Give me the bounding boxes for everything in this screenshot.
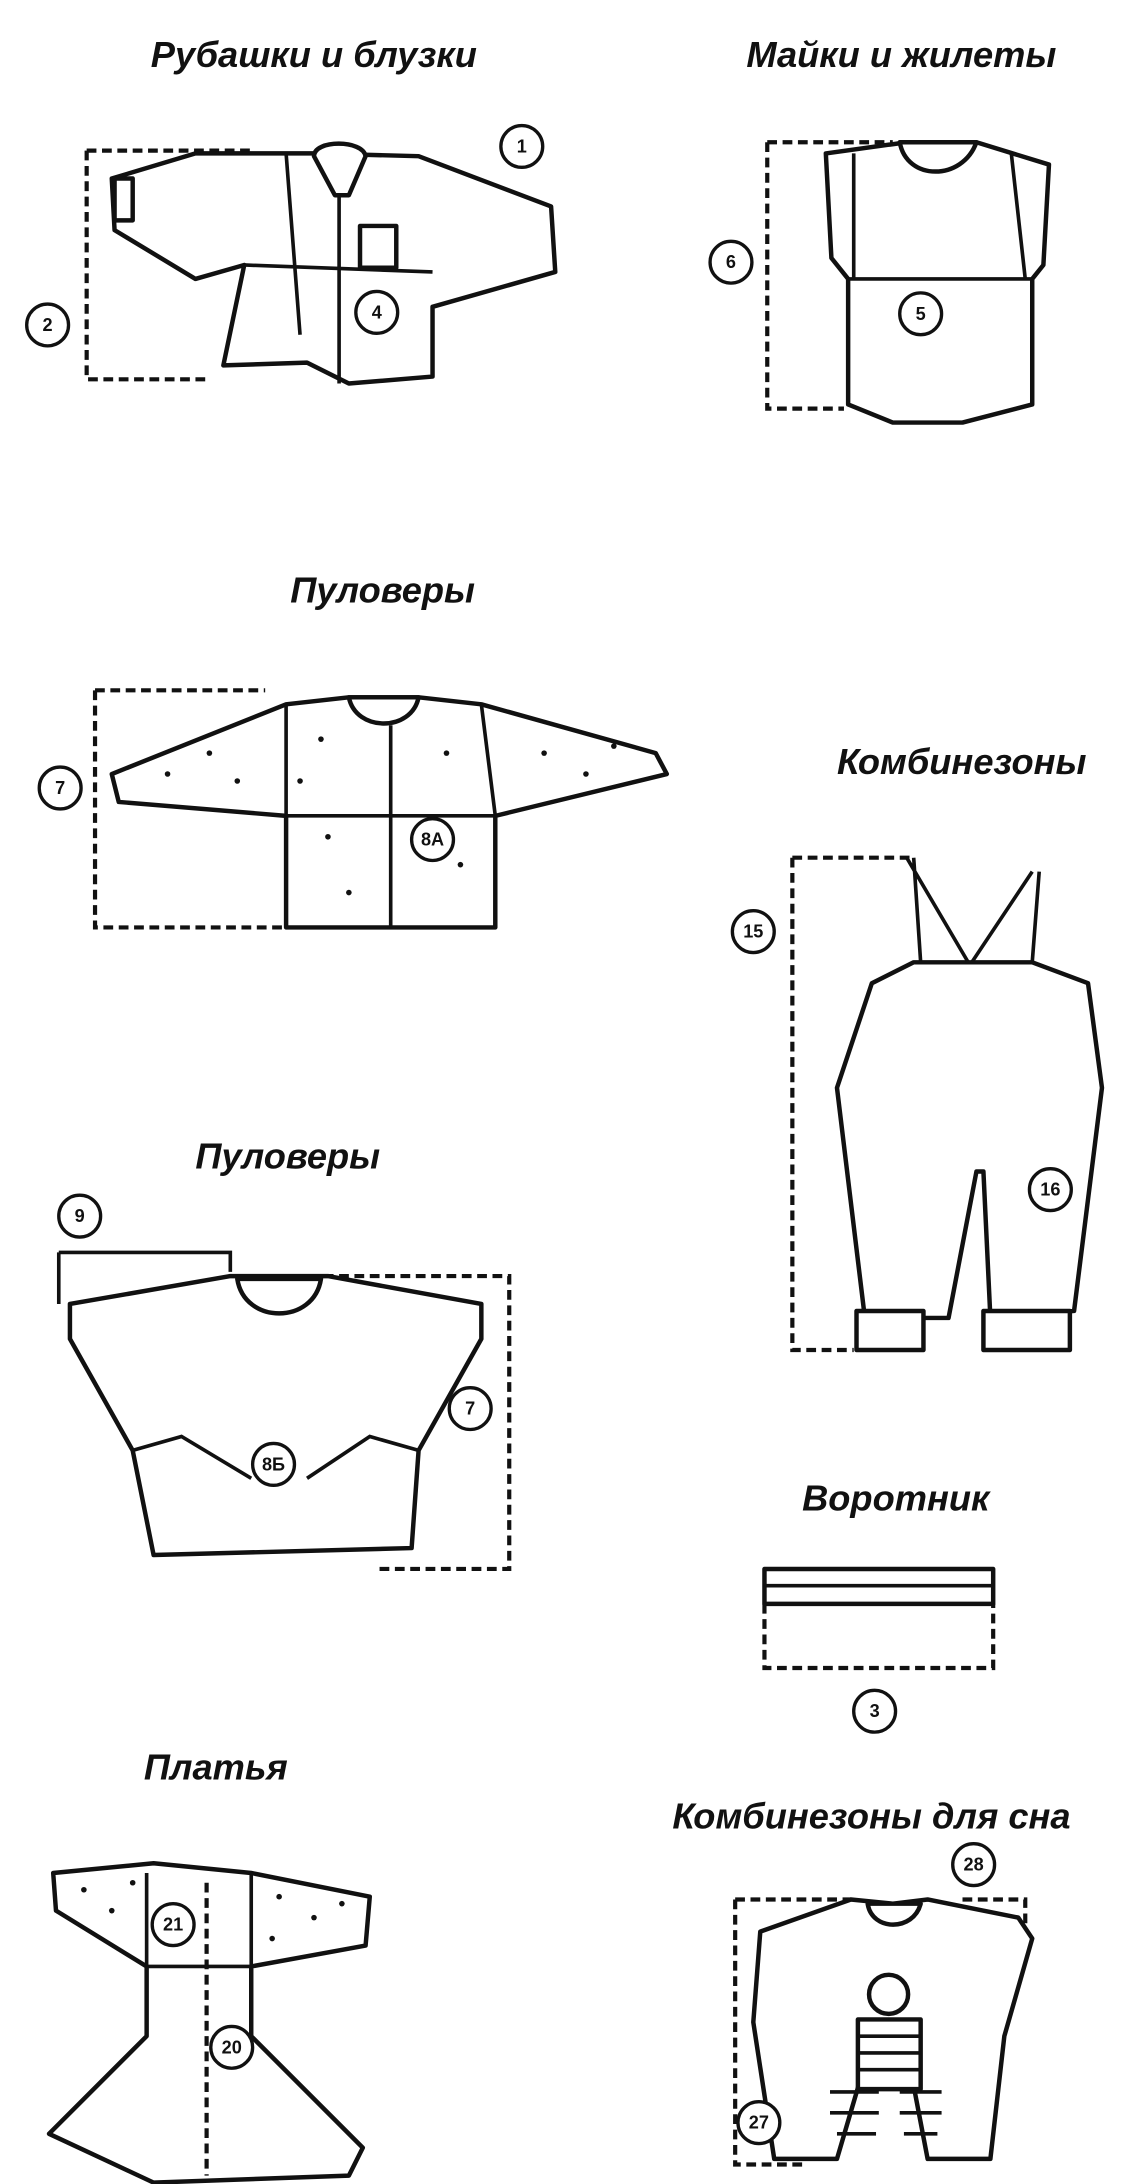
sleepsuit-drawing: 28 27: [733, 1842, 1035, 2167]
measurement-label: 7: [465, 1399, 475, 1419]
measurement-label: 2: [43, 315, 53, 335]
pullovers-b-section: Пуловеры 9 7 8Б: [56, 1136, 512, 1572]
measurement-label: 7: [55, 778, 65, 798]
sleepsuits-section: Комбинезоны для сна 28 27: [672, 1795, 1071, 2167]
measurement-label: 1: [517, 136, 527, 156]
measurement-label: 8А: [421, 830, 444, 850]
section-title-dresses: Платья: [144, 1747, 288, 1788]
tanks-section: Майки и жилеты 6 5: [708, 34, 1056, 425]
section-title-shirts: Рубашки и блузки: [151, 34, 477, 75]
measurement-label: 27: [749, 2113, 769, 2133]
shirt-drawing: 1 2 4: [25, 123, 558, 386]
pullover-b-drawing: 9 7 8Б: [56, 1193, 512, 1572]
measurement-label: 8Б: [262, 1454, 285, 1474]
tank-drawing: 6 5: [708, 140, 1052, 425]
overalls-drawing: 15 16: [730, 855, 1105, 1353]
section-title-tanks: Майки и жилеты: [746, 34, 1056, 75]
measurement-label: 4: [372, 302, 382, 322]
measurement-label: 20: [222, 2037, 242, 2057]
pullover-a-drawing: 7 8А: [37, 688, 670, 930]
measurement-marker: [499, 123, 545, 170]
measurement-marker: [354, 289, 400, 335]
section-title-pullovers-a: Пуловеры: [290, 569, 475, 610]
measurement-label: 5: [916, 304, 926, 324]
measurement-label: 16: [1040, 1180, 1060, 1200]
collar-drawing: 3: [762, 1566, 996, 1734]
measurement-label: 6: [726, 252, 736, 272]
measurement-label: 3: [870, 1701, 880, 1721]
section-title-overalls: Комбинезоны: [837, 741, 1087, 782]
section-title-collar: Воротник: [802, 1477, 991, 1518]
dresses-section: Платья 21 20: [46, 1747, 373, 2184]
measurement-label: 28: [964, 1855, 984, 1875]
overalls-section: Комбинезоны 15 16: [730, 741, 1105, 1353]
collar-section: Воротник 3: [762, 1477, 996, 1734]
measurement-label: 15: [743, 922, 763, 942]
dress-drawing: 21 20: [46, 1861, 373, 2184]
measurement-label: 21: [163, 1915, 183, 1935]
section-title-sleepsuits: Комбинезоны для сна: [672, 1795, 1070, 1836]
toy-figure: [830, 1972, 942, 2136]
pullovers-a-section: Пуловеры 7 8А: [37, 569, 670, 930]
shirts-section: Рубашки и блузки 1 2 4: [25, 34, 558, 386]
section-title-pullovers-b: Пуловеры: [195, 1136, 380, 1177]
measurement-label: 9: [75, 1206, 85, 1226]
measurement-marker: [25, 302, 71, 348]
